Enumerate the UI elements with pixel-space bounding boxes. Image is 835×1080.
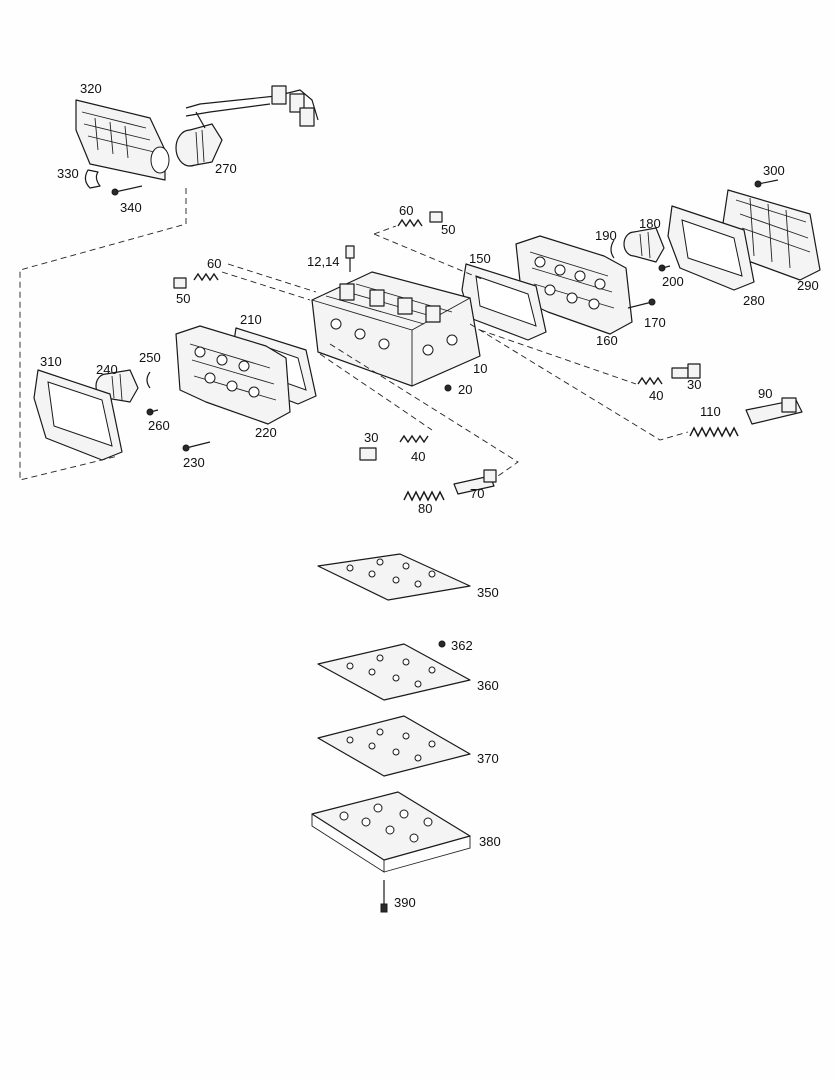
- clip-330: [84, 169, 101, 189]
- label-190: 190: [595, 228, 617, 243]
- label-170: 170: [644, 315, 666, 330]
- label-60-top: 60: [399, 203, 414, 218]
- bolt-300: [754, 179, 779, 188]
- label-30-mid: 30: [364, 430, 379, 445]
- label-30-right: 30: [687, 377, 702, 392]
- label-50-left: 50: [176, 291, 191, 306]
- label-280: 280: [743, 293, 765, 308]
- plug-50-left: [173, 277, 187, 289]
- label-80: 80: [418, 501, 433, 516]
- valve-90: [745, 397, 803, 425]
- label-320: 320: [80, 81, 102, 96]
- label-300: 300: [763, 163, 785, 178]
- label-362: 362: [451, 638, 473, 653]
- label-40-right: 40: [649, 388, 664, 403]
- label-340: 340: [120, 200, 142, 215]
- plate-360: [317, 643, 471, 701]
- spring-110: [689, 426, 739, 438]
- label-230: 230: [183, 455, 205, 470]
- gasket-310: [33, 369, 123, 461]
- label-60-left: 60: [207, 256, 222, 271]
- screw-200: [658, 264, 671, 272]
- label-90: 90: [758, 386, 773, 401]
- spring-40-mid: [399, 434, 429, 444]
- wiring-harness-270: [185, 85, 319, 129]
- label-10: 10: [473, 361, 488, 376]
- screw-260: [146, 408, 159, 416]
- label-390: 390: [394, 895, 416, 910]
- screw-362: [438, 640, 446, 648]
- gasket-280: [667, 205, 755, 291]
- label-200: 200: [662, 274, 684, 289]
- bolt-170: [627, 298, 656, 309]
- label-270: 270: [215, 161, 237, 176]
- valve-70: [453, 469, 497, 495]
- label-290: 290: [797, 278, 819, 293]
- spring-60-top: [397, 218, 423, 228]
- pin-20: [444, 384, 452, 392]
- label-110: 110: [700, 404, 721, 419]
- label-20: 20: [458, 382, 473, 397]
- label-380: 380: [479, 834, 501, 849]
- spring-40-right: [637, 376, 663, 386]
- label-240: 240: [96, 362, 118, 377]
- bolt-390: [380, 880, 388, 913]
- label-360: 360: [477, 678, 499, 693]
- solenoid-270: [175, 123, 223, 167]
- bolt-230: [182, 441, 211, 452]
- label-220: 220: [255, 425, 277, 440]
- plug-50-top: [429, 211, 443, 223]
- plate-370: [317, 715, 471, 777]
- label-260: 260: [148, 418, 170, 433]
- housing-220: [175, 325, 291, 425]
- valve-plate-380: [311, 791, 471, 873]
- solenoid-240: [95, 369, 139, 403]
- seal-190: [610, 239, 615, 259]
- plate-350: [317, 553, 471, 601]
- plug-30-mid: [359, 447, 377, 461]
- label-160: 160: [596, 333, 618, 348]
- label-250: 250: [139, 350, 161, 365]
- spring-80: [403, 490, 445, 502]
- gasket-150: [461, 263, 547, 341]
- label-180: 180: [639, 216, 661, 231]
- label-330: 330: [57, 166, 79, 181]
- label-150: 150: [469, 251, 491, 266]
- solenoid-180: [623, 227, 665, 263]
- label-70: 70: [470, 486, 485, 501]
- label-40-mid: 40: [411, 449, 426, 464]
- spring-60-left: [193, 272, 219, 282]
- label-370: 370: [477, 751, 499, 766]
- label-210: 210: [240, 312, 262, 327]
- valve-body-10: [311, 271, 481, 387]
- label-50-top: 50: [441, 222, 456, 237]
- label-12-14: 12,14: [307, 254, 340, 269]
- label-310: 310: [40, 354, 62, 369]
- plug-12-14: [345, 245, 355, 272]
- bolt-340: [111, 185, 143, 196]
- seal-250: [146, 371, 151, 389]
- cover-320: [75, 99, 170, 181]
- plug-30-right: [671, 363, 701, 379]
- label-350: 350: [477, 585, 499, 600]
